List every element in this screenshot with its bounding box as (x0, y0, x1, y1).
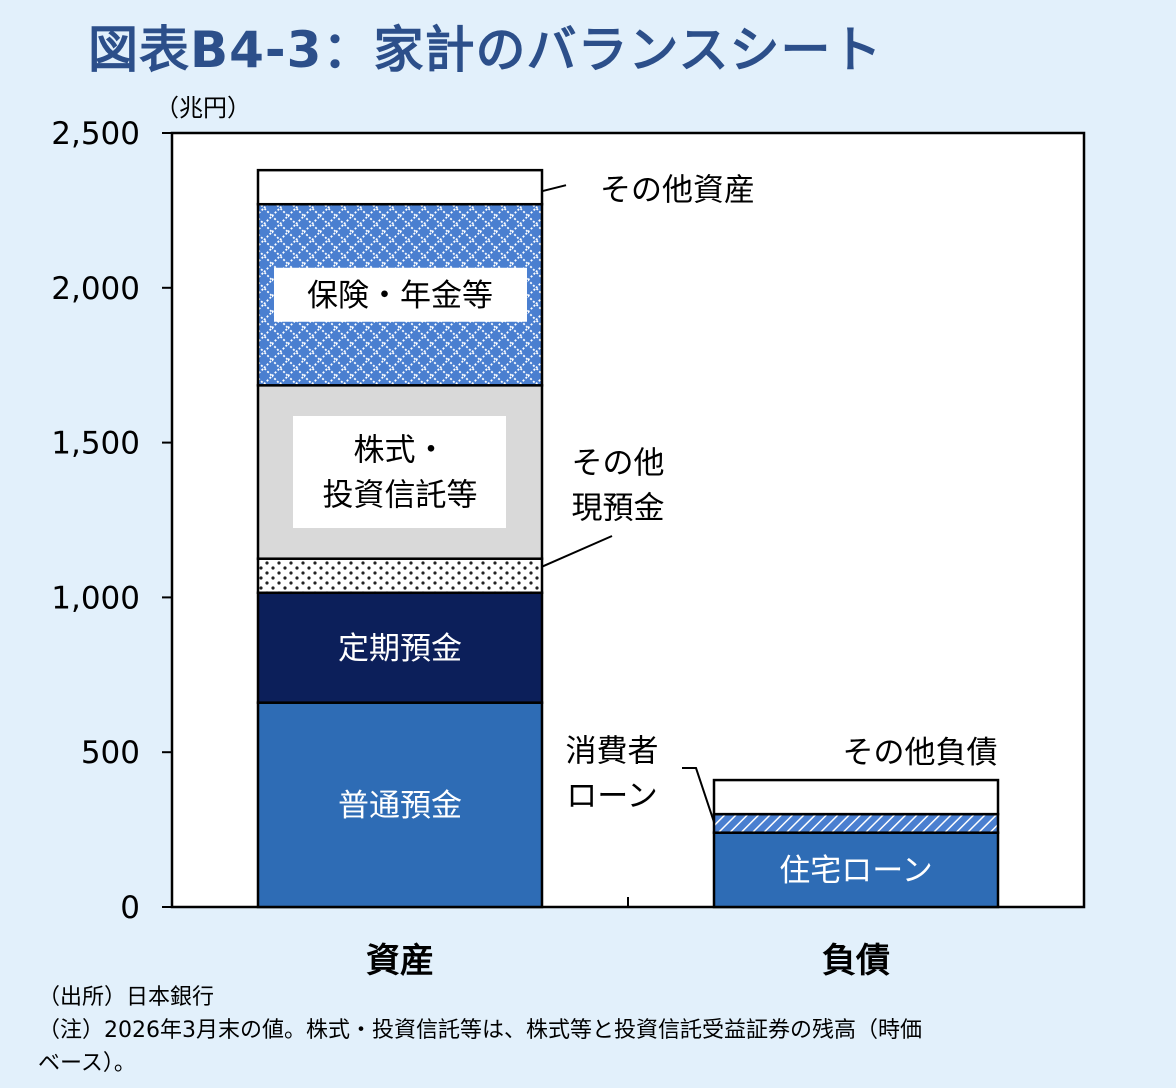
leader-line (541, 535, 613, 568)
x-category-label: 負債 (822, 941, 890, 981)
bar-segment (256, 701, 544, 909)
footnote-line-2: ベース）。 (38, 1051, 136, 1076)
segment-label-time-deposits: 定期預金 (338, 631, 462, 667)
label-box (274, 267, 527, 322)
segment-label-other-cash-deposits: その他現預金 (572, 446, 665, 527)
y-tick-label: 0 (120, 890, 140, 926)
footnote-line-1: （注）2026年3月末の値。株式・投資信託等は、株式等と投資信託受益証券の残高（… (38, 1018, 922, 1043)
segment-label-ordinary-deposits: 普通預金 (338, 788, 462, 824)
x-axis-labels: 資産 負債 (366, 941, 890, 981)
leader-line (682, 767, 715, 823)
x-category-label: 資産 (366, 941, 434, 981)
segment-label-other-assets: その他資産 (600, 172, 755, 208)
bar-segment (256, 168, 544, 206)
y-tick-label: 2,000 (51, 271, 140, 307)
y-axis: 0 500 1,000 1,500 2,000 2,500 (51, 116, 629, 926)
y-tick-label: 2,500 (51, 116, 140, 152)
source-note: （出所）日本銀行 (38, 985, 215, 1010)
segment-label-consumer-loans: 消費者ローン (566, 734, 659, 815)
bars (256, 168, 1000, 909)
bar-segment (712, 778, 1000, 816)
bar-segment (256, 591, 544, 704)
y-tick-label: 1,000 (51, 580, 140, 616)
label-box (293, 416, 506, 529)
leader-line (541, 184, 567, 193)
segment-label-insurance-pensions: 保険・年金等 (307, 278, 493, 314)
bar-segment (712, 812, 1000, 834)
y-unit-label: （兆円） (155, 94, 251, 122)
bar-segment (712, 831, 1000, 909)
segment-label-stocks-investment-trusts: 株式・投資信託等 (323, 433, 478, 514)
bar-segment (256, 557, 544, 595)
segment-label-other-liabilities: その他負債 (843, 735, 998, 771)
chart-title: 図表B4-3：家計のバランスシート (88, 21, 883, 79)
y-tick-label: 500 (81, 735, 140, 771)
segment-label-housing-loans: 住宅ローン (779, 853, 932, 889)
y-tick-label: 1,500 (51, 426, 140, 462)
